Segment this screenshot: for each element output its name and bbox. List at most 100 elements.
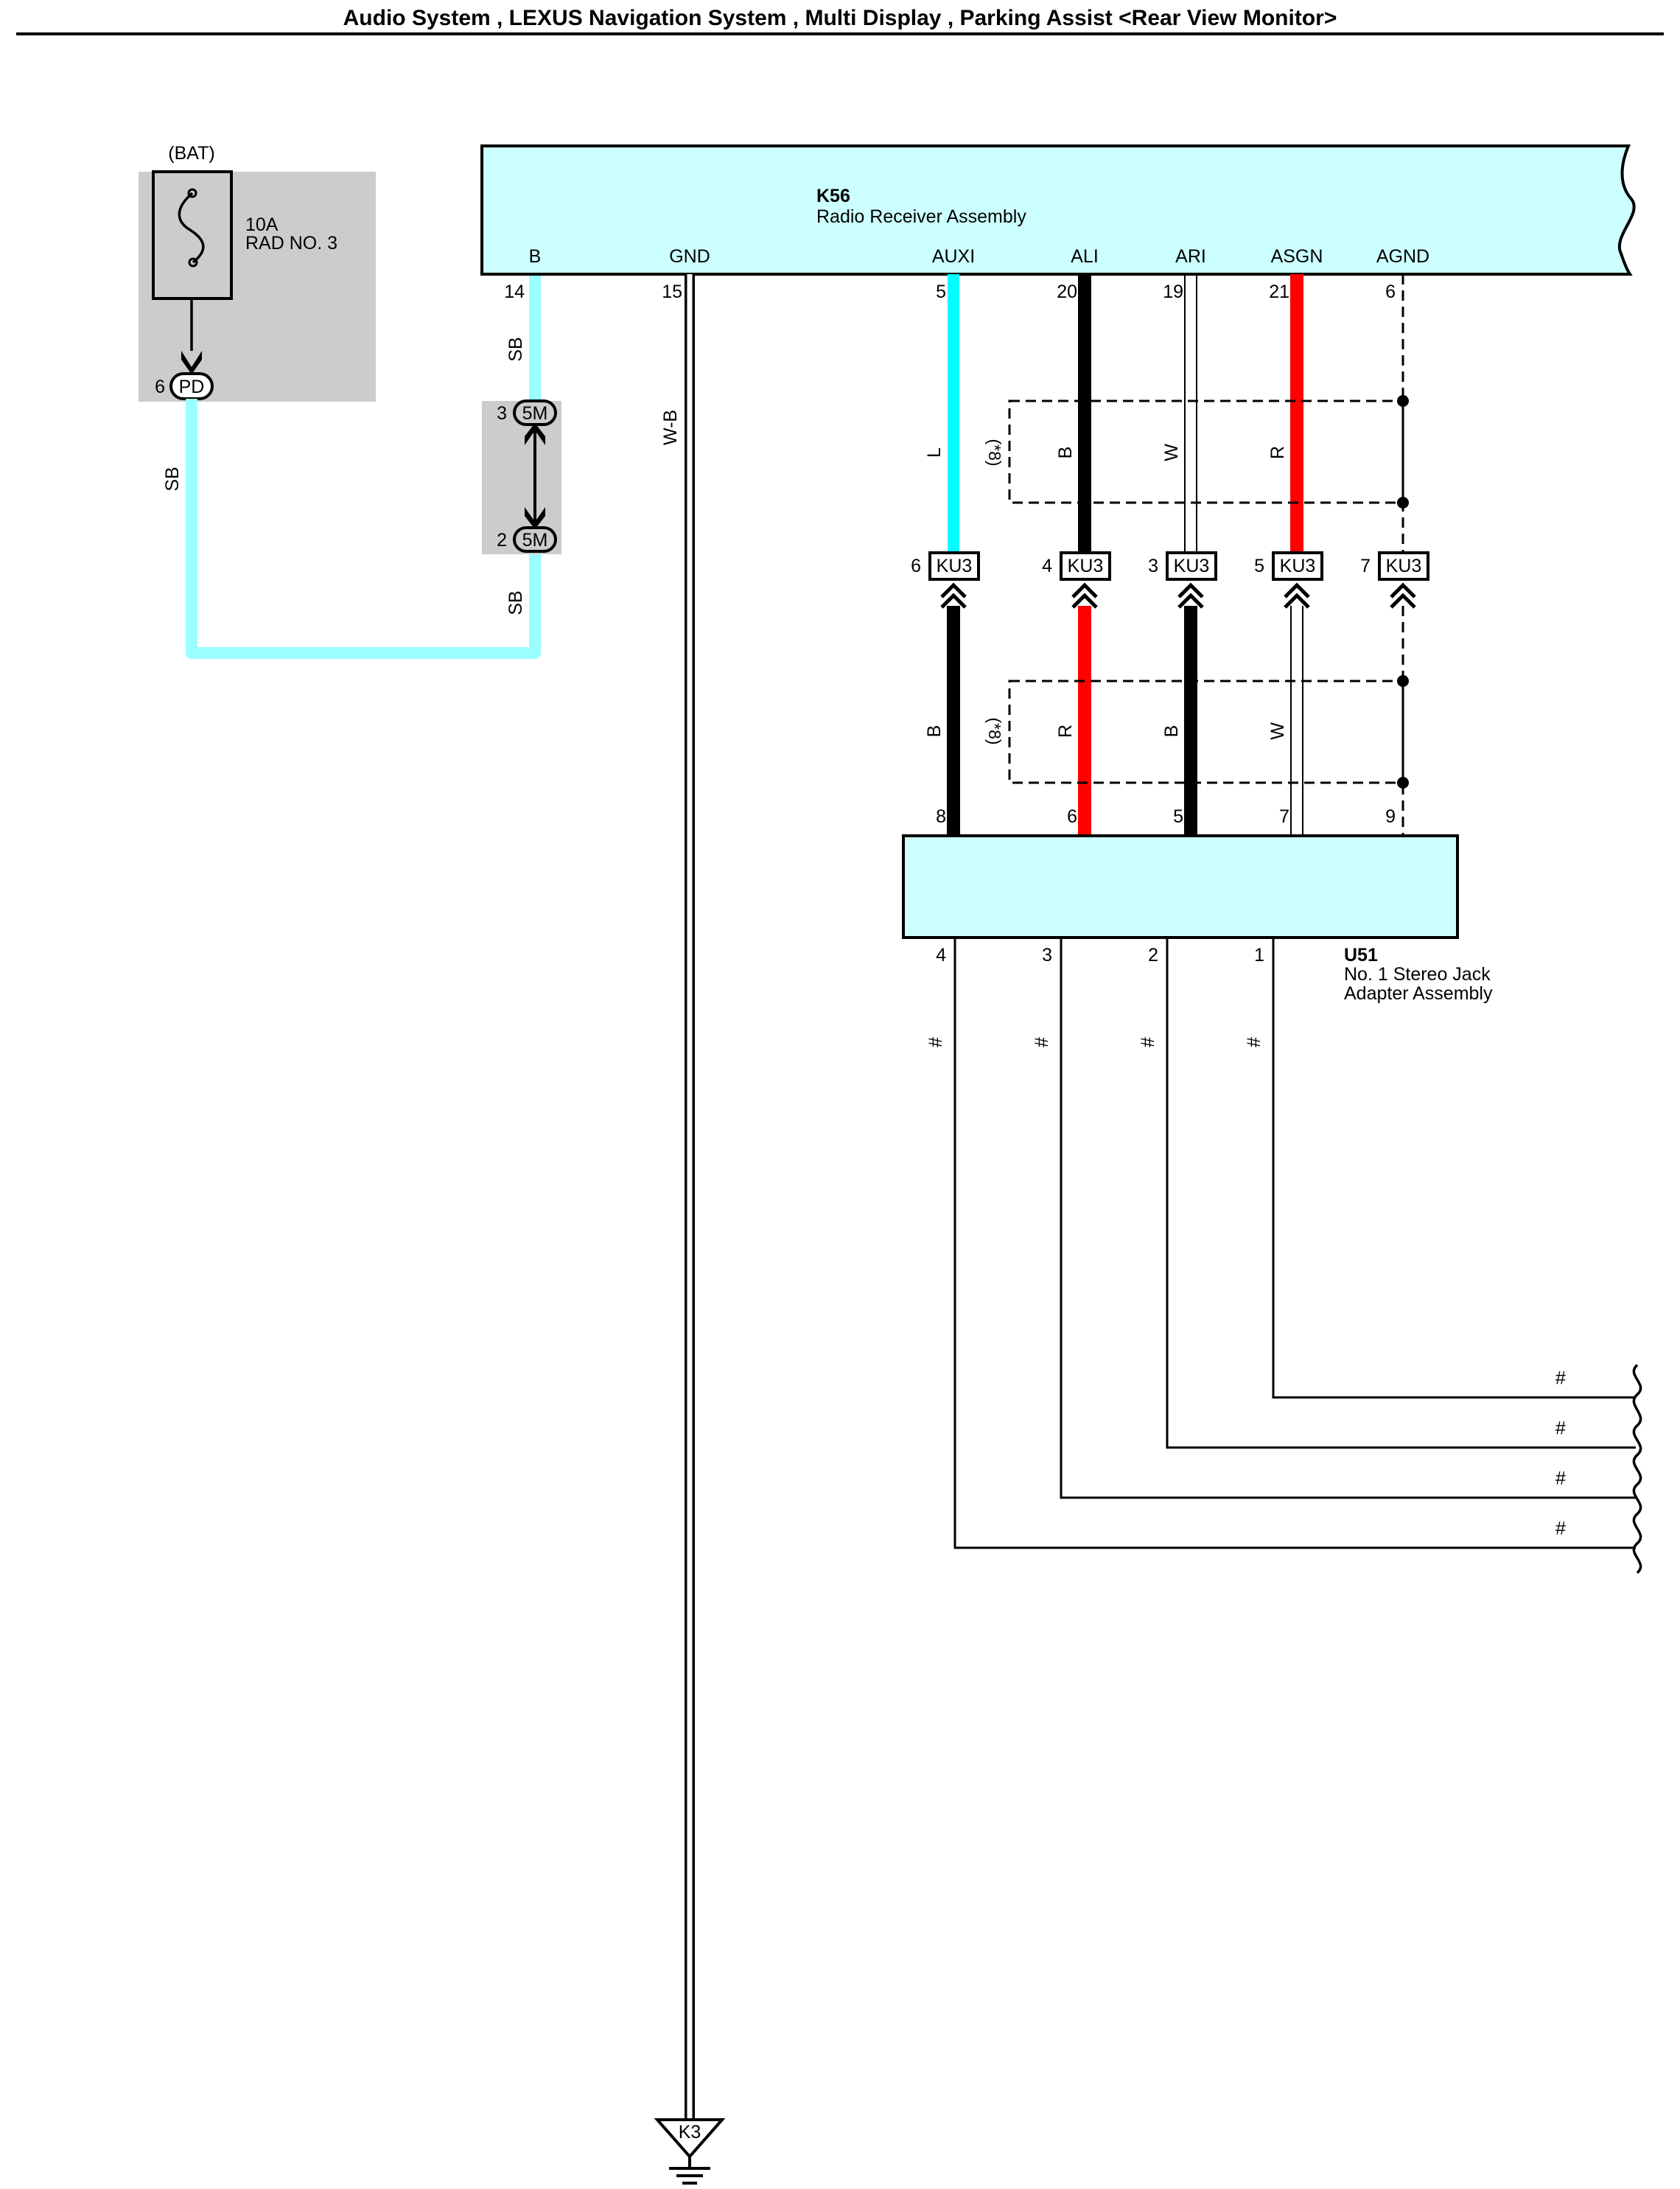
junction-5m-bottom [513,526,557,553]
chevron-up-icon [940,582,967,609]
diagram-title: Audio System , LEXUS Navigation System ,… [343,6,1337,30]
ku3-connector-1: KU3 6 [911,551,980,581]
k56-pin-label-auxi: AUXI [932,246,975,267]
ku3-pin-5: 7 [1360,556,1371,576]
shield-label-upper: (*8) [985,439,1004,466]
hash-label-v2: # [1138,1037,1158,1047]
u51-bottom-pin-3: 3 [1042,945,1052,966]
hash-label-v1: # [1244,1037,1264,1047]
wire-lower-1-label: B [924,725,945,738]
k56-pin-label-gnd: GND [669,246,710,267]
ku3-label-1: KU3 [937,556,973,576]
ku3-connector-3: KU3 3 [1148,551,1217,581]
chevron-up-icon [1071,582,1098,609]
output-wire-pin2 [1166,938,1636,1449]
wire-lower-2-label: R [1055,725,1076,738]
u51-bottom-pin-1: 1 [1254,945,1264,966]
hash-label-h1: # [1555,1368,1566,1389]
junction-5m-top-label: 5M [522,403,548,424]
ku3-label-2: KU3 [1068,556,1104,576]
fuse-icon [178,192,205,264]
wire-l-label: L [924,447,945,458]
chevron-up-icon [1177,582,1204,609]
junction-5m-top [513,399,557,426]
u51-bottom-pin-4: 4 [936,945,946,966]
shield-label-lower: (*8) [985,717,1004,744]
hash-label-h3: # [1555,1468,1566,1489]
wire-lower-4-label: W [1267,722,1288,740]
ku3-pin-2: 4 [1042,556,1052,576]
k56-pin-num-gnd: 15 [662,282,682,302]
u51-name-line1: No. 1 Stereo Jack [1344,964,1491,985]
output-wire-pin1 [1272,938,1636,1399]
ku3-connector-5: KU3 7 [1360,551,1429,581]
wire-ali-label: B [1055,447,1076,459]
hash-label-v3: # [1032,1037,1052,1047]
pd-pin-number: 6 [155,377,165,397]
k56-pin-label-ari: ARI [1175,246,1206,267]
ku3-label-4: KU3 [1280,556,1316,576]
sb-wire-label-top: SB [505,337,526,361]
wire-break-icon [1632,1364,1642,1574]
output-wire-pin3 [1060,938,1636,1499]
k56-pin-label-b: B [529,246,542,267]
hash-label-v4: # [925,1037,946,1047]
output-wire-pin4 [953,938,1636,1549]
fuse-source-label: (BAT) [168,143,214,164]
u51-bottom-pin-2: 2 [1148,945,1158,966]
k56-pin-num-ali: 20 [1057,282,1077,302]
u51-top-pin-5: 9 [1385,806,1396,827]
chevron-up-icon [1390,582,1416,609]
connector-arrow-icon [181,351,202,374]
k56-pin-num-auxi: 5 [936,282,946,302]
hash-label-h2: # [1555,1418,1566,1439]
ku3-label-3: KU3 [1174,556,1210,576]
u51-id: U51 [1344,945,1378,966]
k56-name: Radio Receiver Assembly [816,206,1026,227]
ground-k3-label: K3 [679,2122,701,2143]
u51-top-pin-3: 5 [1173,806,1183,827]
wire-ari-label: W [1161,444,1182,461]
sb-wire-fuse [186,399,541,659]
junction-arrow-up-icon [525,423,545,445]
ku3-connector-2: KU3 4 [1042,551,1111,581]
hash-label-h4: # [1555,1518,1566,1539]
shield-box-lower [1008,680,1404,784]
k56-pin-num-b: 14 [504,282,525,302]
u51-top-pin-4: 7 [1279,806,1289,827]
wire-asgn-label: R [1267,446,1288,459]
k56-id: K56 [816,186,850,206]
junction-5m-bottom-label: 5M [522,530,548,551]
ku3-pin-4: 5 [1254,556,1264,576]
ku3-connector-4: KU3 5 [1254,551,1323,581]
ku3-pin-3: 3 [1148,556,1158,576]
u51-name-line2: Adapter Assembly [1344,983,1493,1004]
shield-box-upper [1008,399,1404,504]
u51-stereo-jack-box [902,834,1459,939]
wb-wire-label: W-B [660,410,681,445]
sb-wire-label-left: SB [162,467,183,491]
k56-pin-label-ali: ALI [1071,246,1099,267]
k56-pin-label-agnd: AGND [1376,246,1429,267]
fuse-name: RAD NO. 3 [245,233,337,254]
ku3-label-5: KU3 [1386,556,1422,576]
k56-pin-num-agnd: 6 [1385,282,1396,302]
ku3-pin-1: 6 [911,556,921,576]
ground-k3-symbol [654,2118,726,2160]
junction-arrow-down-icon [525,507,545,529]
fuse-rating: 10A [245,214,279,235]
junction-5m-pin-top: 3 [497,403,507,424]
u51-top-pin-2: 6 [1067,806,1077,827]
junction-5m-pin-bottom: 2 [497,530,507,551]
k56-pin-label-asgn: ASGN [1271,246,1323,267]
fuse-block-background [139,172,376,402]
chevron-up-icon [1284,582,1310,609]
wire-lower-3-label: B [1161,725,1182,738]
k56-radio-receiver-box [480,144,1636,276]
pd-connector-label: PD [179,377,205,397]
k56-pin-num-asgn: 21 [1269,282,1289,302]
k56-pin-num-ari: 19 [1163,282,1183,302]
u51-top-pin-1: 8 [936,806,946,827]
sb-wire-label-bottom: SB [505,590,526,615]
